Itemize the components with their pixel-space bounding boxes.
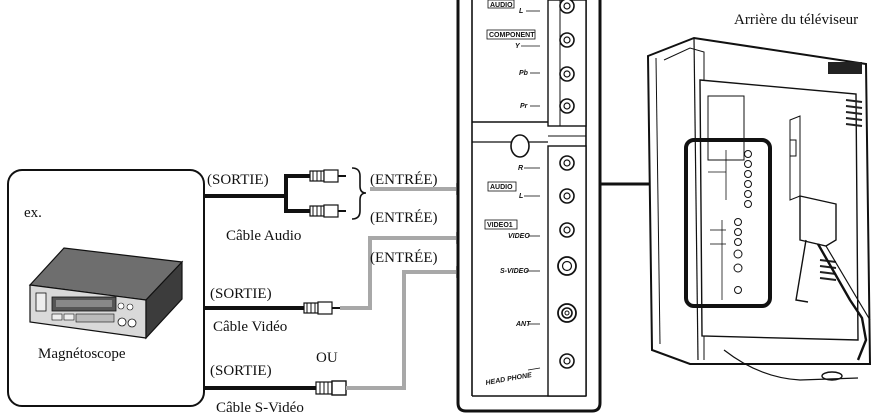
panel-r: R [518,165,523,172]
panel-pb: Pb [519,70,529,77]
svideo-out-label: (SORTIE) [210,363,272,379]
svideo-cable-label: Câble S-Vidéo [216,400,304,413]
video-cable-label: Câble Vidéo [213,319,287,335]
panel-y: Y [515,43,521,50]
svideo-in-label: (ENTRÉE) [370,249,437,266]
audio-cable [204,169,346,218]
audio-in-label: (ENTRÉE) [370,171,437,188]
panel-video: VIDEO [508,233,530,240]
or-label: OU [316,350,338,366]
tv-terminal-highlight [684,138,772,308]
tv-back-drawing [646,36,872,381]
svideo-cable [204,380,347,396]
video-gray-line [340,236,456,310]
video-cable [204,301,340,315]
video-in-label: (ENTRÉE) [370,209,437,226]
vcr-label: Magnétoscope [38,346,126,362]
panel-audio-top: AUDIO [490,2,513,9]
example-label: ex. [24,205,42,221]
tv-side-panel [456,0,602,413]
audio-cable-label: Câble Audio [226,228,301,244]
panel-ant: ANT [515,321,531,328]
panel-pr: Pr [520,103,529,110]
audio-brace [351,167,367,220]
audio-out-label: (SORTIE) [207,172,269,188]
panel-jacks [510,0,577,369]
panel-video1: VIDEO1 [487,222,513,229]
svideo-gray-line [346,270,456,390]
panel-svideo: S-VIDEO [500,268,529,275]
jack-button [510,134,530,158]
video-out-label: (SORTIE) [210,286,272,302]
tv-back-label: Arrière du téléviseur [734,12,858,28]
panel-audio: AUDIO [490,184,513,191]
panel-component: COMPONENT [489,32,535,39]
vcr-device [28,247,184,340]
panel-l: L [519,193,523,200]
panel-l-top: L [519,8,523,15]
